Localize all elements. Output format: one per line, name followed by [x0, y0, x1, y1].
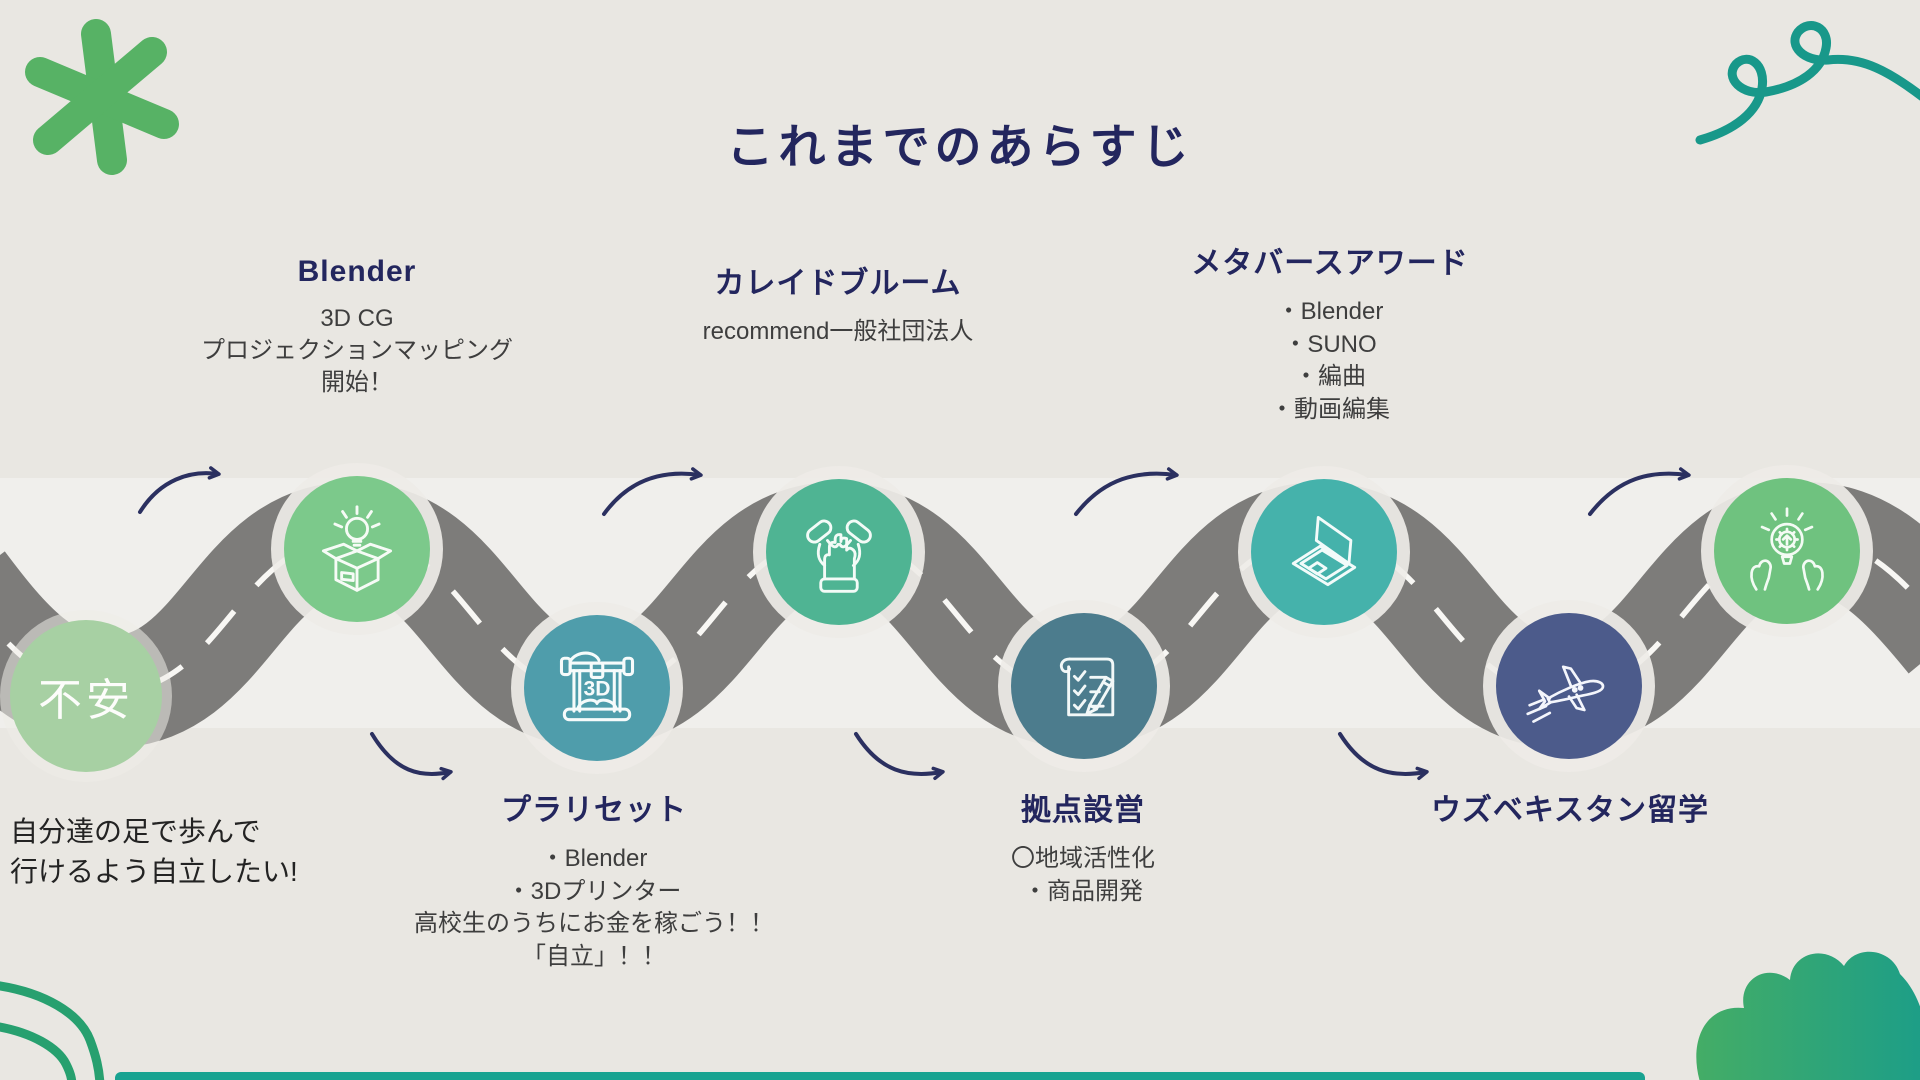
- curved-arrow: [370, 732, 453, 781]
- milestone-node-uzbekistan: [1496, 613, 1642, 759]
- milestone-block-kaleido-bloom: カレイドブルーム recommend一般社団法人: [638, 258, 1038, 348]
- milestone-block-blender: Blender 3D CG プロジェクションマッピング 開始！: [157, 255, 557, 399]
- start-note: 自分達の足で歩んで 行けるよう自立したい!: [10, 816, 298, 887]
- milestone-title: ウズベキスタン留学: [1430, 794, 1710, 827]
- milestone-title: メタバースアワード: [1191, 247, 1469, 280]
- start-node-fuan: 不安: [10, 620, 162, 772]
- hands-together-icon: [806, 519, 872, 593]
- milestone-block-base-setup: 拠点設営 〇地域活性化 ・商品開発: [933, 785, 1233, 908]
- milestone-title: プラリセット: [501, 794, 687, 827]
- printer-icon-text: 3D: [584, 678, 611, 701]
- page-title: これまでのあらすじ: [726, 120, 1194, 173]
- curved-arrow: [854, 732, 945, 781]
- idea-gear-hands-icon: [1750, 507, 1824, 591]
- milestone-description: ・Blender ・3Dプリンター 高校生のうちにお金を稼ごう！！ 「自立」！！: [414, 845, 774, 970]
- checklist-icon: [1059, 657, 1115, 717]
- idea-box-icon: [321, 505, 393, 592]
- milestone-node-blender: [284, 476, 430, 622]
- milestone-description: 3D CG プロジェクションマッピング 開始！: [201, 305, 513, 396]
- curved-arrow: [1338, 732, 1429, 781]
- laptop-icon: [1291, 516, 1357, 587]
- airplane-icon: [1526, 665, 1605, 723]
- bottom-teal-bar: [115, 1072, 1645, 1080]
- milestone-block-metaverse-award: メタバースアワード ・Blender ・SUNO ・編曲 ・動画編集: [1130, 238, 1530, 427]
- milestone-node-metaverse-award: [1251, 479, 1397, 625]
- milestone-title: 拠点設営: [1021, 794, 1145, 827]
- milestone-block-plastic-reset: プラリセット ・Blender ・3Dプリンター 高校生のうちにお金を稼ごう！！…: [344, 785, 844, 974]
- milestone-block-uzbekistan: ウズベキスタン留学: [1370, 785, 1770, 829]
- milestone-description: recommend一般社団法人: [702, 318, 974, 345]
- milestone-title: Blender: [297, 255, 417, 288]
- milestone-node-plastic-reset: 3D: [524, 615, 670, 761]
- milestone-node-base-setup: [1011, 613, 1157, 759]
- start-node-label: 不安: [38, 676, 134, 725]
- milestone-title: カレイドブルーム: [714, 267, 962, 300]
- milestone-description: ・Blender ・SUNO ・編曲 ・動画編集: [1270, 298, 1390, 423]
- 3d-printer-icon: 3D: [559, 651, 635, 722]
- milestone-node-kaleido-bloom: [766, 479, 912, 625]
- milestone-node-goal: [1714, 478, 1860, 624]
- milestone-description: 〇地域活性化 ・商品開発: [1011, 845, 1155, 905]
